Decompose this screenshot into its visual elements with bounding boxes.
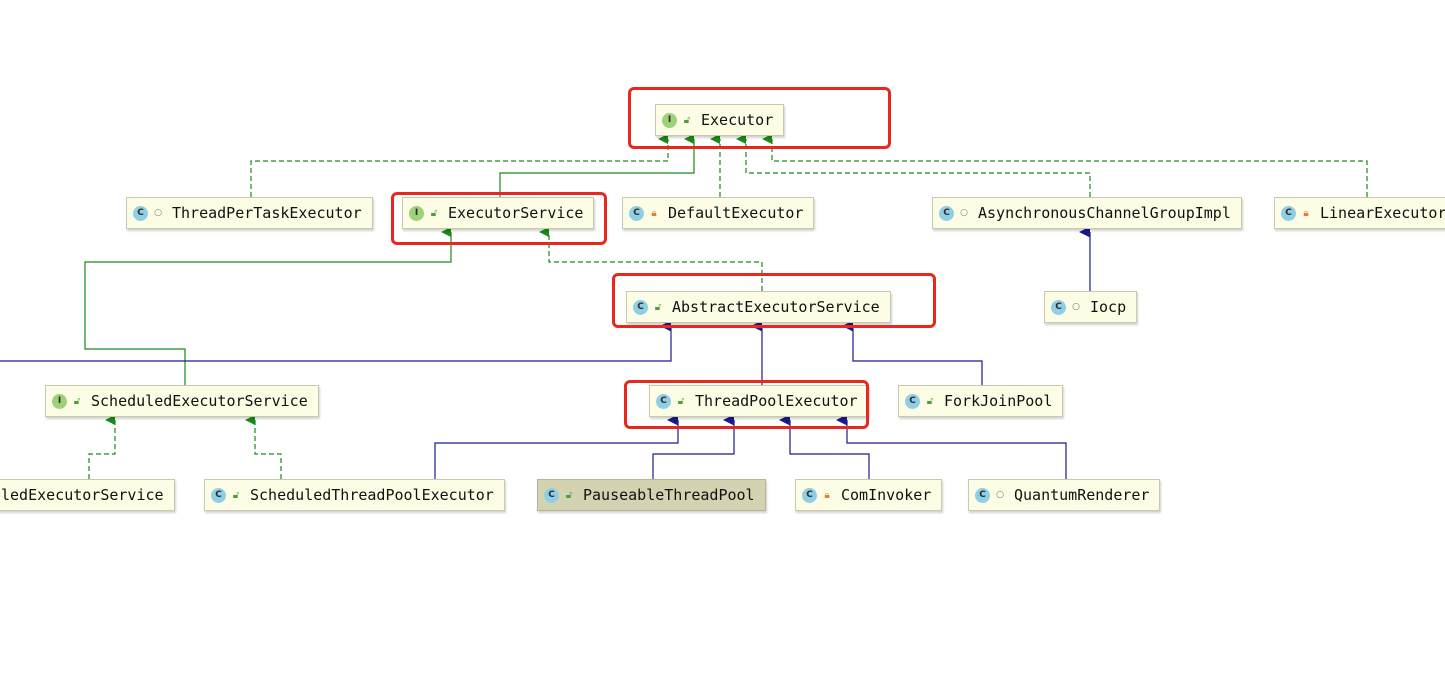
class-icon: C xyxy=(544,487,559,503)
class-icon: C xyxy=(629,205,644,221)
highlight-executor-service xyxy=(391,192,607,245)
node-label: AsynchronousChannelGroupImpl xyxy=(978,204,1231,222)
node-label: ThreadPoolExecutor xyxy=(695,392,858,410)
node-label: PauseableThreadPool xyxy=(583,486,755,504)
public-unlock-icon: 🔓︎ xyxy=(926,395,934,407)
node-label: QuantumRenderer xyxy=(1014,486,1150,504)
node-label: Iocp xyxy=(1090,298,1127,316)
class-icon: C xyxy=(1051,299,1066,315)
private-lock-icon: 🔒︎ xyxy=(1303,207,1309,219)
node-abstract-executor-service[interactable]: C 🔓︎ AbstractExecutorService xyxy=(626,291,891,323)
edge-linear-executor-to-executor xyxy=(762,134,1368,197)
node-label: ScheduledThreadPoolExecutor xyxy=(250,486,494,504)
edge-scheduled-executor-service-to-executor-service xyxy=(84,227,452,385)
node-label: ScheduledExecutorService xyxy=(91,392,308,410)
edge-abstract-executor-service-to-executor-service xyxy=(539,227,763,291)
node-pauseable-thread-pool[interactable]: C 🔓︎ PauseableThreadPool xyxy=(537,479,766,511)
edge-scheduled-thread-pool-executor-to-thread-pool-executor xyxy=(434,414,679,479)
node-thread-pool-executor[interactable]: C 🔓︎ ThreadPoolExecutor xyxy=(649,385,869,417)
node-scheduled-executor-service[interactable]: I 🔓︎ ScheduledExecutorService xyxy=(45,385,319,417)
class-icon: C xyxy=(905,393,920,409)
node-label: Executor xyxy=(701,111,774,129)
node-quantum-renderer[interactable]: C ○ QuantumRenderer xyxy=(968,479,1161,511)
node-label: ForkJoinPool xyxy=(944,392,1053,410)
node-linear-executor[interactable]: C 🔒︎ LinearExecutor xyxy=(1274,197,1445,229)
node-label: ledExecutorService xyxy=(1,486,164,504)
node-label: ExecutorService xyxy=(448,204,584,222)
edge-executor-service-to-executor xyxy=(499,134,695,197)
interface-icon: I xyxy=(409,205,424,221)
package-private-icon: ○ xyxy=(960,208,968,218)
public-unlock-icon: 🔓︎ xyxy=(73,395,81,407)
node-scheduled-thread-pool-executor[interactable]: C 🔓︎ ScheduledThreadPoolExecutor xyxy=(204,479,505,511)
node-com-invoker[interactable]: C 🔒︎ ComInvoker xyxy=(795,479,943,511)
class-icon: C xyxy=(656,393,671,409)
highlight-thread-pool-executor xyxy=(624,380,869,429)
node-fork-join-pool[interactable]: C 🔓︎ ForkJoinPool xyxy=(898,385,1064,417)
public-unlock-icon: 🔓︎ xyxy=(565,489,573,501)
edge-asynchronous-channel-group-impl-to-executor xyxy=(736,134,1091,197)
node-delegated-scheduled-executor-service[interactable]: ledExecutorService xyxy=(0,479,175,511)
public-unlock-icon: 🔓︎ xyxy=(654,301,662,313)
edge-thread-per-task-executor-to-executor xyxy=(250,134,669,197)
class-icon: C xyxy=(211,487,226,503)
public-unlock-icon: 🔓︎ xyxy=(232,489,240,501)
abstract-class-icon: C xyxy=(633,299,648,315)
edge-delegated-to-scheduled-executor-service xyxy=(88,415,116,479)
node-iocp[interactable]: C ○ Iocp xyxy=(1044,291,1138,323)
interface-icon: I xyxy=(52,393,67,409)
node-executor-service[interactable]: I 🔓︎ ExecutorService xyxy=(402,197,595,229)
node-label: LinearExecutor xyxy=(1320,204,1445,222)
node-label: DefaultExecutor xyxy=(668,204,804,222)
node-label: ComInvoker xyxy=(841,486,932,504)
node-default-executor[interactable]: C 🔒︎ DefaultExecutor xyxy=(622,197,815,229)
package-private-icon: ○ xyxy=(154,208,162,218)
highlight-executor xyxy=(628,87,891,149)
edge-quantum-renderer-to-thread-pool-executor xyxy=(836,414,1067,479)
highlight-abstract-executor-service xyxy=(612,273,936,328)
node-executor[interactable]: I 🔓︎ Executor xyxy=(655,104,785,136)
package-private-icon: ○ xyxy=(1072,302,1080,312)
class-icon: C xyxy=(975,487,990,503)
class-icon: C xyxy=(1281,205,1296,221)
package-private-icon: ○ xyxy=(996,490,1004,500)
edge-fork-join-pool-to-abstract-executor-service xyxy=(842,320,983,385)
interface-icon: I xyxy=(662,112,677,128)
public-unlock-icon: 🔓︎ xyxy=(430,207,438,219)
node-label: ThreadPerTaskExecutor xyxy=(172,204,362,222)
edge-pauseable-thread-pool-to-thread-pool-executor xyxy=(652,414,735,479)
class-icon: C xyxy=(802,487,817,503)
node-thread-per-task-executor[interactable]: C ○ ThreadPerTaskExecutor xyxy=(126,197,373,229)
public-unlock-icon: 🔓︎ xyxy=(677,395,685,407)
edge-scheduled-thread-pool-executor-to-scheduled-executor-service xyxy=(245,415,282,479)
public-unlock-icon: 🔓︎ xyxy=(683,114,691,126)
private-lock-icon: 🔒︎ xyxy=(651,207,657,219)
class-icon: C xyxy=(133,205,148,221)
edge-offscreen-to-abstract-executor-service xyxy=(0,320,672,362)
class-icon: C xyxy=(939,205,954,221)
edge-com-invoker-to-thread-pool-executor xyxy=(779,414,870,479)
node-label: AbstractExecutorService xyxy=(672,298,880,316)
private-lock-icon: 🔒︎ xyxy=(824,489,830,501)
node-asynchronous-channel-group-impl[interactable]: C ○ AsynchronousChannelGroupImpl xyxy=(932,197,1242,229)
